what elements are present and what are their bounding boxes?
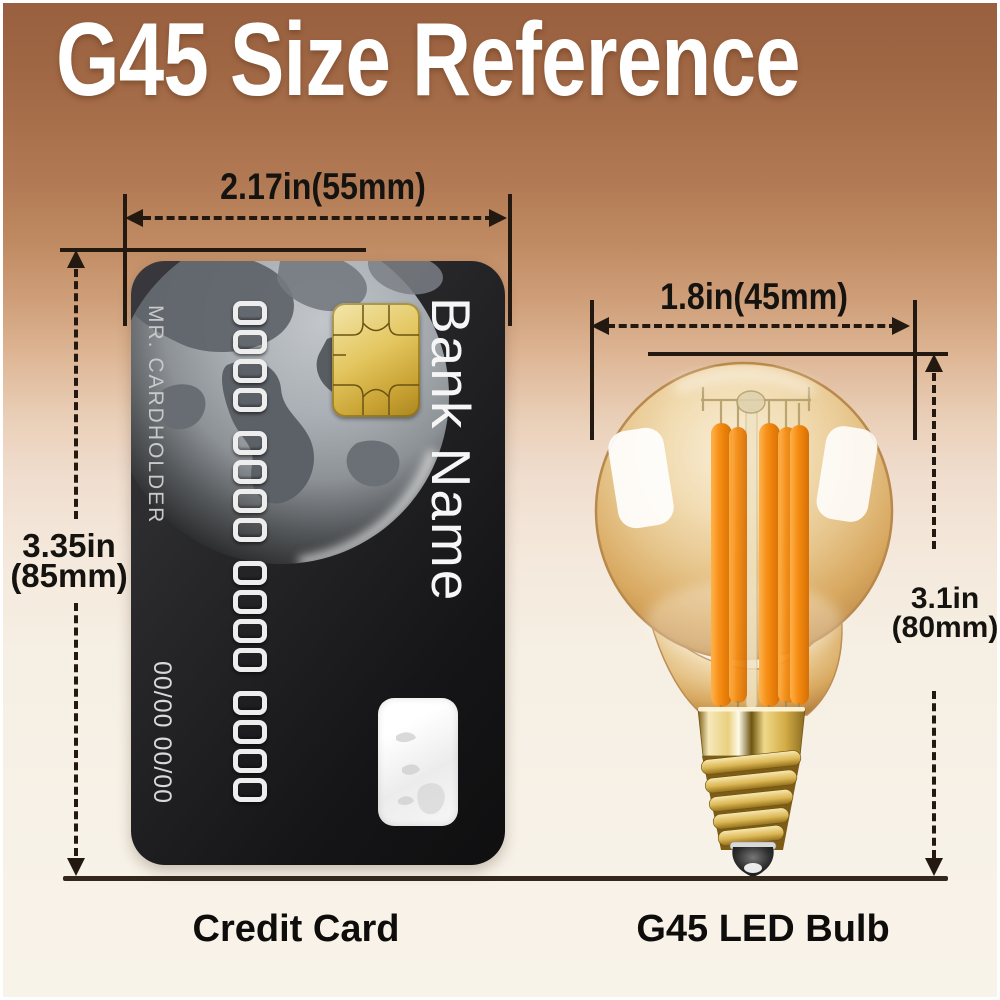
card-width-endline-right	[508, 194, 512, 326]
bulb-height-arrow-line-upper	[932, 373, 936, 549]
card-number-digit	[233, 720, 267, 744]
bulb-width-arrowhead-left	[591, 317, 609, 335]
hologram-patch	[378, 698, 458, 826]
g45-bulb-photo	[583, 353, 913, 878]
card-number-digit	[233, 460, 267, 484]
card-number-digit	[233, 431, 267, 455]
page-title: G45 Size Reference	[56, 2, 800, 118]
card-number-digit	[233, 330, 267, 354]
bulb-width-arrowhead-right	[892, 317, 910, 335]
emv-chip-icon	[332, 303, 420, 417]
bulb-screw-base	[697, 707, 806, 877]
card-top-marker-line	[60, 248, 366, 252]
bulb-height-arrowhead-down	[925, 858, 943, 876]
bulb-height-mm: (80mm)	[891, 611, 999, 644]
card-number-group	[233, 561, 267, 672]
bulb-width-arrow-line	[607, 324, 897, 328]
card-number-digit	[233, 749, 267, 773]
bulb-width-endline-left	[590, 300, 594, 440]
bulb-width-dimension-label: 1.8in(45mm)	[660, 276, 848, 317]
bulb-glass-reflections	[608, 368, 878, 529]
bulb-height-inches: 3.1in	[910, 582, 980, 615]
bulb-width-endline-right	[913, 300, 917, 440]
credit-card-label: Credit Card	[192, 908, 400, 950]
card-height-arrowhead-up	[67, 250, 85, 268]
bank-name: Bank Name	[420, 297, 482, 603]
card-number-group	[233, 431, 267, 542]
card-number-digit	[233, 619, 267, 643]
g45-bulb-label: G45 LED Bulb	[636, 908, 890, 950]
bulb-height-dimension-label: 3.1in (80mm)	[880, 582, 999, 644]
card-height-inches: 3.35in	[22, 527, 116, 564]
card-width-dimension-label: 2.17in(55mm)	[220, 166, 426, 207]
card-height-dimension-label: 3.35in (85mm)	[3, 529, 135, 594]
card-number-digit	[233, 590, 267, 614]
card-number-group	[233, 691, 267, 802]
bulb-height-arrowhead-up	[925, 354, 943, 372]
cardholder-name: MR. CARDHOLDER	[144, 305, 167, 525]
card-width-arrowhead-right	[489, 209, 507, 227]
card-number-digit	[233, 561, 267, 585]
card-number-digit	[233, 518, 267, 542]
ground-baseline	[63, 876, 948, 881]
card-width-arrowhead-left	[125, 209, 143, 227]
card-height-mm: (85mm)	[10, 557, 128, 594]
card-number-digit	[233, 778, 267, 802]
card-number-group	[233, 301, 267, 412]
credit-card-photo: MR. CARDHOLDER Bank Name 00/00 00/00	[131, 261, 505, 865]
card-number-column	[233, 301, 267, 802]
bulb-height-arrow-line-lower	[932, 691, 936, 858]
card-width-endline-left	[123, 194, 127, 326]
bulb-top-marker-line	[648, 352, 948, 356]
card-width-arrow-line	[143, 216, 493, 220]
card-height-arrow-line-upper	[74, 269, 78, 519]
card-number-digit	[233, 648, 267, 672]
card-number-digit	[233, 691, 267, 715]
bulb-filaments	[701, 387, 811, 756]
card-number-digit	[233, 388, 267, 412]
card-expiry-dates: 00/00 00/00	[148, 661, 176, 805]
card-number-digit	[233, 489, 267, 513]
card-number-digit	[233, 301, 267, 325]
card-height-arrowhead-down	[67, 858, 85, 876]
card-height-arrow-line-lower	[74, 603, 78, 856]
card-number-digit	[233, 359, 267, 383]
